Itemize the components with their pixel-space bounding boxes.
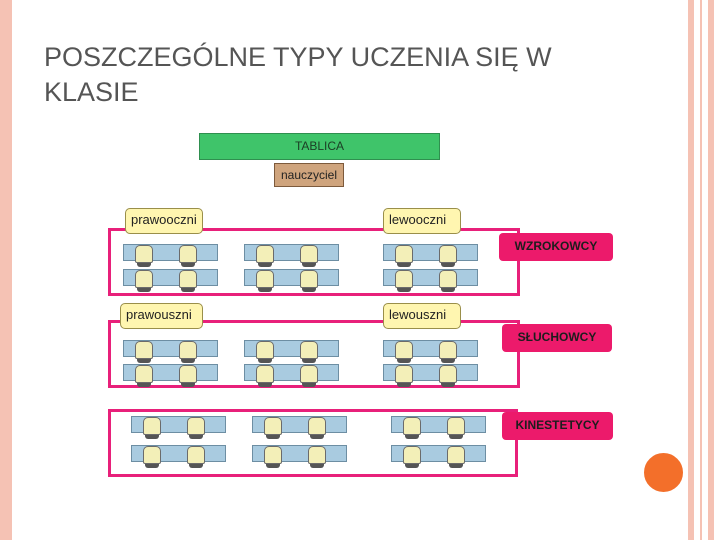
student-chair <box>439 245 457 267</box>
slide-border-left <box>0 0 12 540</box>
student-chair <box>179 245 197 267</box>
student-chair <box>395 270 413 292</box>
student-chair <box>447 417 465 439</box>
student-chair <box>403 417 421 439</box>
student-chair <box>135 365 153 387</box>
student-chair <box>300 245 318 267</box>
student-chair <box>143 417 161 439</box>
student-chair <box>135 341 153 363</box>
student-chair <box>264 446 282 468</box>
slide-title: POSZCZEGÓLNE TYPY UCZENIA SIĘ W KLASIE <box>44 42 552 107</box>
label-auditory-learners: SŁUCHOWCY <box>502 324 612 352</box>
teacher-box: nauczyciel <box>274 163 344 187</box>
student-chair <box>256 341 274 363</box>
slide-border-right-thin <box>700 0 702 540</box>
student-chair <box>439 341 457 363</box>
student-chair <box>308 446 326 468</box>
section-visual-learners <box>108 228 520 296</box>
student-chair <box>256 245 274 267</box>
student-chair <box>179 365 197 387</box>
student-chair <box>300 270 318 292</box>
label-left-eyed: lewooczni <box>383 208 461 234</box>
student-chair <box>403 446 421 468</box>
student-chair <box>256 365 274 387</box>
student-chair <box>256 270 274 292</box>
student-chair <box>179 341 197 363</box>
accent-dot <box>641 450 686 495</box>
student-chair <box>395 245 413 267</box>
label-right-eyed: prawooczni <box>125 208 203 234</box>
student-chair <box>439 270 457 292</box>
label-left-eared: lewouszni <box>383 303 461 329</box>
student-chair <box>143 446 161 468</box>
student-chair <box>395 341 413 363</box>
student-chair <box>308 417 326 439</box>
student-chair <box>179 270 197 292</box>
student-chair <box>187 417 205 439</box>
student-chair <box>135 270 153 292</box>
student-chair <box>300 365 318 387</box>
student-chair <box>395 365 413 387</box>
student-chair <box>135 245 153 267</box>
student-chair <box>300 341 318 363</box>
student-chair <box>187 446 205 468</box>
label-kinesthetic-learners: KINESTETYCY <box>502 412 613 440</box>
section-kinesthetic-learners <box>108 409 518 477</box>
slide-border-right-outer <box>708 0 714 540</box>
slide-border-right <box>688 0 694 540</box>
student-chair <box>439 365 457 387</box>
label-right-eared: prawouszni <box>120 303 203 329</box>
label-visual-learners: WZROKOWCY <box>499 233 613 261</box>
student-chair <box>264 417 282 439</box>
board-box: TABLICA <box>199 133 440 160</box>
student-chair <box>447 446 465 468</box>
